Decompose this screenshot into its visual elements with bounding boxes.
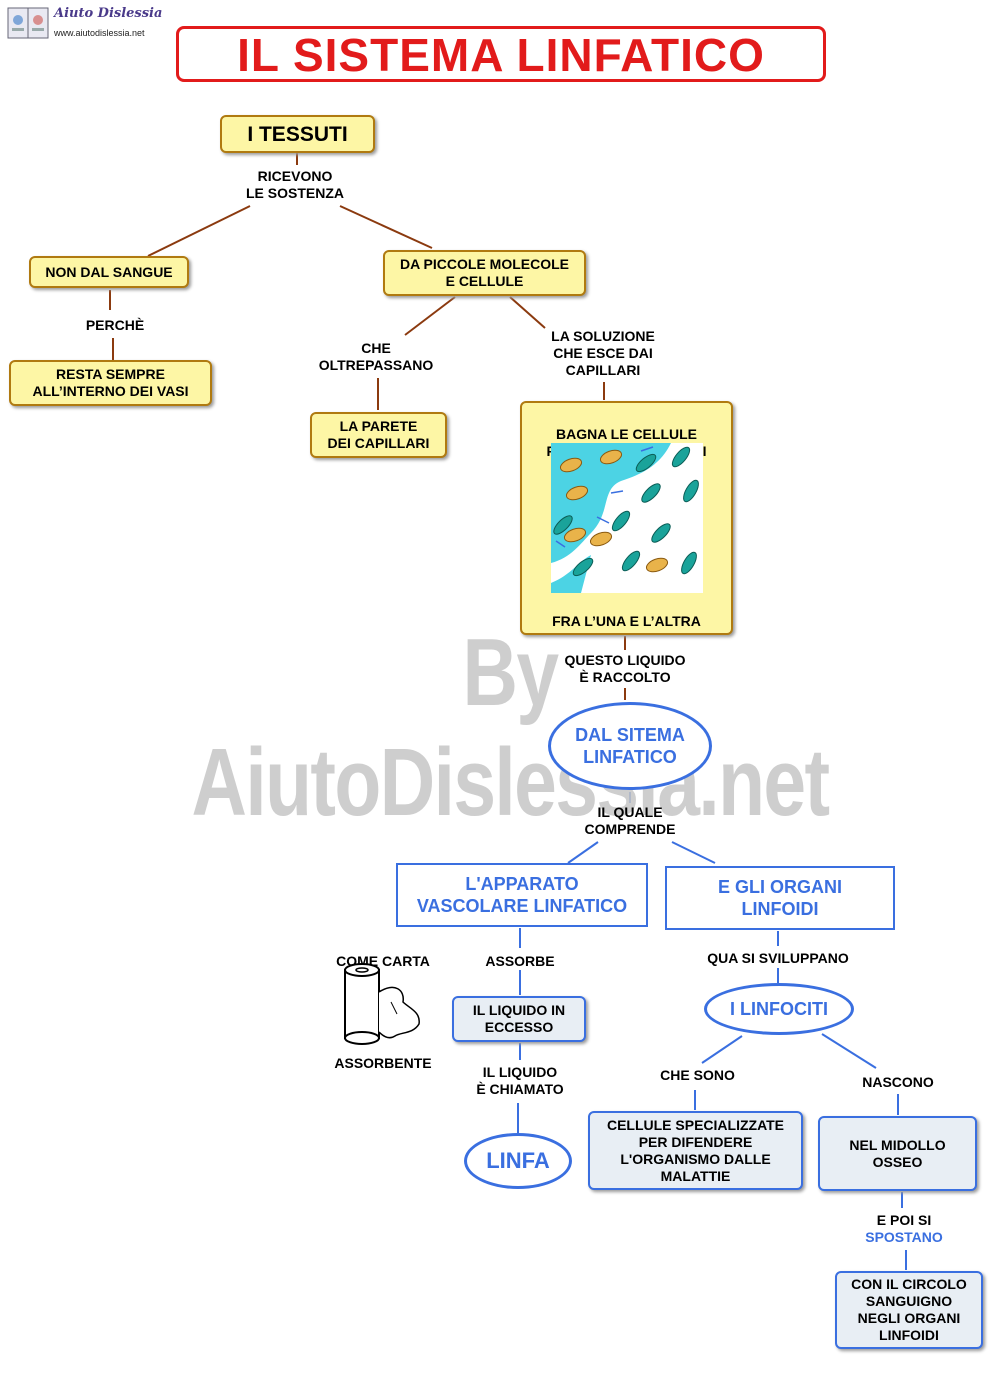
- label-qua-si-sviluppano: QUA SI SVILUPPANO: [707, 950, 849, 966]
- fra-text: FRA L’UNA E L’ALTRA: [552, 613, 701, 629]
- label-liquido-chiamato: IL LIQUIDO È CHIAMATO: [476, 1064, 564, 1097]
- book-logo-icon: [7, 7, 49, 39]
- node-linfociti: I LINFOCITI: [704, 983, 854, 1035]
- label-perche: PERCHÈ: [85, 317, 145, 333]
- node-circolo-sanguigno: CON IL CIRCOLO SANGUIGNO NEGLI ORGANI LI…: [835, 1271, 983, 1349]
- label-nascono: NASCONO: [862, 1074, 934, 1090]
- paper-towel-roll-icon: [344, 963, 420, 1045]
- node-cellule-specializzate: CELLULE SPECIALIZZATE PER DIFENDERE L'OR…: [588, 1111, 803, 1190]
- label-il-quale: IL QUALE COMPRENDE: [584, 804, 676, 837]
- site-logo[interactable]: Aiuto Dislessia www.aiutodislessia.net: [6, 4, 176, 44]
- label-spostano: SPOSTANO: [865, 1229, 943, 1245]
- page-title: IL SISTEMA LINFATICO: [176, 26, 826, 82]
- label-assorbente: ASSORBENTE: [334, 1055, 432, 1071]
- node-linfa: LINFA: [464, 1133, 572, 1189]
- label-che-oltrepassano: CHE OLTREPASSANO: [318, 340, 434, 373]
- node-piccole-molecole: DA PICCOLE MOLECOLE E CELLULE: [383, 250, 586, 296]
- node-organi-linfoidi: E GLI ORGANI LINFOIDI: [665, 866, 895, 930]
- node-sistema-linfatico: DAL SITEMA LINFATICO: [548, 702, 712, 790]
- logo-url: www.aiutodislessia.net: [54, 28, 145, 38]
- node-midollo-osseo: NEL MIDOLLO OSSEO: [818, 1116, 977, 1191]
- logo-brand: Aiuto Dislessia: [54, 6, 163, 21]
- node-liquido-eccesso: IL LIQUIDO IN ECCESSO: [452, 996, 586, 1042]
- node-resta-sempre: RESTA SEMPRE ALL’INTERNO DEI VASI: [9, 360, 212, 406]
- watermark: By AiutoDislessia.net: [191, 619, 831, 836]
- label-assorbe: ASSORBE: [485, 953, 555, 969]
- label-questo-liquido: QUESTO LIQUIDO È RACCOLTO: [564, 652, 686, 685]
- label-ricevono: RICEVONO LE SOSTENZA: [245, 168, 344, 201]
- cells-illustration: [551, 443, 703, 593]
- node-parete-capillari: LA PARETE DEI CAPILLARI: [310, 412, 447, 458]
- label-soluzione: LA SOLUZIONE CHE ESCE DAI CAPILLARI: [551, 328, 655, 378]
- label-poi-si: E POI SI: [876, 1212, 932, 1228]
- label-che-sono: CHE SONO: [660, 1067, 735, 1083]
- node-apparato-vascolare: L'APPARATO VASCOLARE LINFATICO: [396, 863, 648, 927]
- node-bagna-cellule: BAGNA LE CELLULE RIEMPIENDO GLI SPAZI: [520, 401, 733, 635]
- node-non-dal-sangue: NON DAL SANGUE: [29, 256, 189, 288]
- node-tessuti: I TESSUTI: [220, 115, 375, 153]
